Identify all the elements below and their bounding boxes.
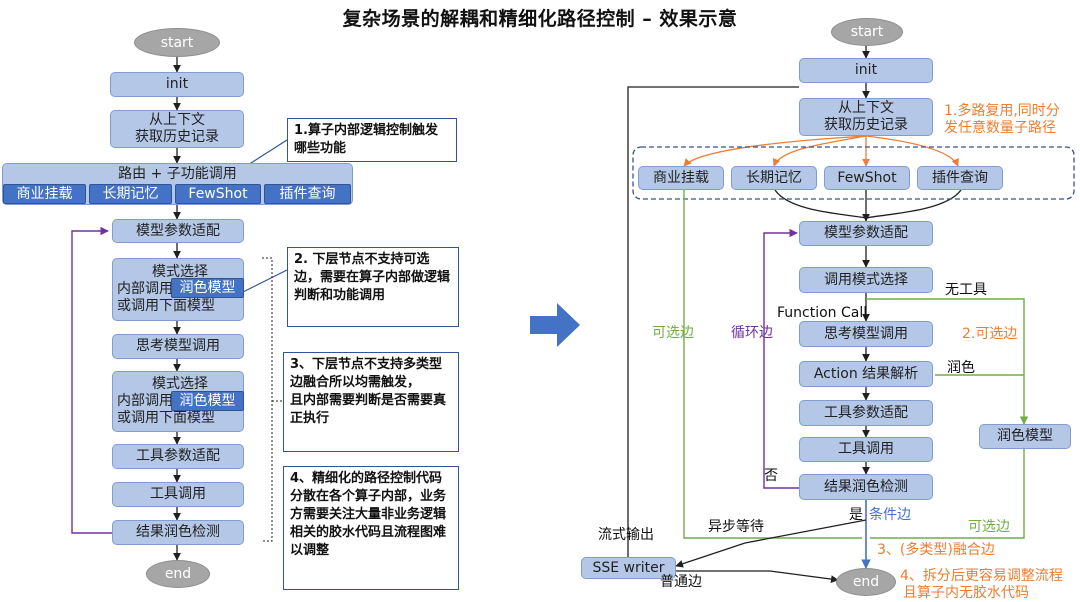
left-sub-business: 商业挂载 <box>3 184 86 204</box>
label-async-wait: 异步等待 <box>708 519 764 535</box>
right-result-check-node: 结果润色检测 <box>799 474 933 500</box>
right-business-node: 商业挂载 <box>638 166 724 190</box>
label-fusion-edge: 3、(多类型)融合边 <box>877 542 995 558</box>
label-loop-edge: 循环边 <box>731 325 773 341</box>
label-optional-left: 可选边 <box>652 325 694 341</box>
left-context-line1: 从上下文 <box>149 112 205 128</box>
right-tool-call-node: 工具调用 <box>799 437 933 462</box>
left-think-node: 思考模型调用 <box>112 334 244 359</box>
right-memory-node: 长期记忆 <box>731 166 817 190</box>
left-model-param-node: 模型参数适配 <box>112 219 244 243</box>
label-optional-bottom: 可选边 <box>968 519 1010 535</box>
left-sub-plugin: 插件查询 <box>264 184 351 204</box>
left-sub-fewshot: FewShot <box>175 184 261 204</box>
right-sse-writer-node: SSE writer <box>581 557 676 579</box>
left-mode2-line2: 内部调用 <box>117 393 173 409</box>
label-polish-edge: 润色 <box>947 360 975 376</box>
left-polish-model-2: 润色模型 <box>171 391 244 411</box>
right-model-param-node: 模型参数适配 <box>799 221 933 246</box>
label-normal-edge: 普通边 <box>660 574 702 590</box>
right-fewshot-node: FewShot <box>824 166 910 190</box>
left-init-node: init <box>110 72 244 97</box>
right-start-node: start <box>831 18 903 46</box>
left-tool-call-node: 工具调用 <box>112 482 244 507</box>
right-context-node: 从上下文 获取历史记录 <box>799 98 933 136</box>
left-mode1-line2: 内部调用 <box>117 281 173 297</box>
left-end-node: end <box>146 560 210 588</box>
right-polish-node: 润色模型 <box>979 424 1071 449</box>
label-condition-edge: 条件边 <box>869 507 911 523</box>
note-3: 3、下层节点不支持多类型边融合所以均需触发， 且内部需要判断是否需要真正执行 <box>283 352 459 452</box>
right-tool-param-node: 工具参数适配 <box>799 400 933 426</box>
label-no-tool: 无工具 <box>945 282 987 298</box>
left-context-node: 从上下文 获取历史记录 <box>110 110 244 148</box>
label-split-line2: 且算子内无胶水代码 <box>903 585 1029 601</box>
merge-edges <box>774 189 962 222</box>
note-1: 1.算子内部逻辑控制触发哪些功能 <box>287 118 457 162</box>
left-context-line2: 获取历史记录 <box>135 129 219 145</box>
right-context-line1: 从上下文 <box>838 100 894 116</box>
note-2: 2. 下层节点不支持可选边，需要在算子内部做逻辑判断和功能调用 <box>287 247 459 327</box>
page-title: 复杂场景的解耦和精细化路径控制 – 效果示意 <box>342 8 738 30</box>
right-plugin-node: 插件查询 <box>917 166 1003 190</box>
left-tool-param-node: 工具参数适配 <box>112 444 244 469</box>
label-optional-2: 2.可选边 <box>962 326 1018 342</box>
left-mode2-line3: 或调用下面模型 <box>117 410 215 426</box>
label-no: 否 <box>764 468 778 484</box>
left-loop-edge <box>71 226 112 534</box>
right-mode-select-node: 调用模式选择 <box>799 267 933 293</box>
multiplex-edges <box>683 135 959 167</box>
right-end-node: end <box>836 568 896 596</box>
left-router-label: 路由 + 子功能调用 <box>118 166 237 182</box>
left-mode2-line1: 模式选择 <box>152 376 208 392</box>
transform-arrow <box>530 303 580 347</box>
left-sub-memory: 长期记忆 <box>89 184 172 204</box>
left-mode1-line3: 或调用下面模型 <box>117 298 215 314</box>
label-multiplex: 1.多路复用,同时分发任意数量子路径 <box>944 103 1060 136</box>
note-4: 4、精细化的路径控制代码分散在各个算子内部，业务方需要关注大量非业务逻辑相关的胶… <box>283 466 459 590</box>
label-split-line1: 4、拆分后更容易调整流程 <box>900 568 1063 584</box>
left-mode1-line1: 模式选择 <box>152 264 208 280</box>
left-start-node: start <box>134 28 220 57</box>
sub-group-frame <box>632 146 1075 200</box>
left-result-check-node: 结果润色检测 <box>112 520 244 545</box>
label-function-call: Function Call <box>777 305 868 321</box>
left-polish-model-1: 润色模型 <box>171 278 244 298</box>
right-think-node: 思考模型调用 <box>799 321 933 347</box>
right-action-parse-node: Action 结果解析 <box>799 361 933 387</box>
note-3-part1: 3、下层节点不支持多类型边融合所以均需触发， <box>290 357 443 390</box>
right-context-line2: 获取历史记录 <box>824 117 908 133</box>
right-init-node: init <box>799 58 933 83</box>
note-3-part2: 且内部需要判断是否需要真正执行 <box>290 393 447 426</box>
label-stream-output: 流式输出 <box>598 527 654 543</box>
label-yes: 是 <box>849 507 863 523</box>
